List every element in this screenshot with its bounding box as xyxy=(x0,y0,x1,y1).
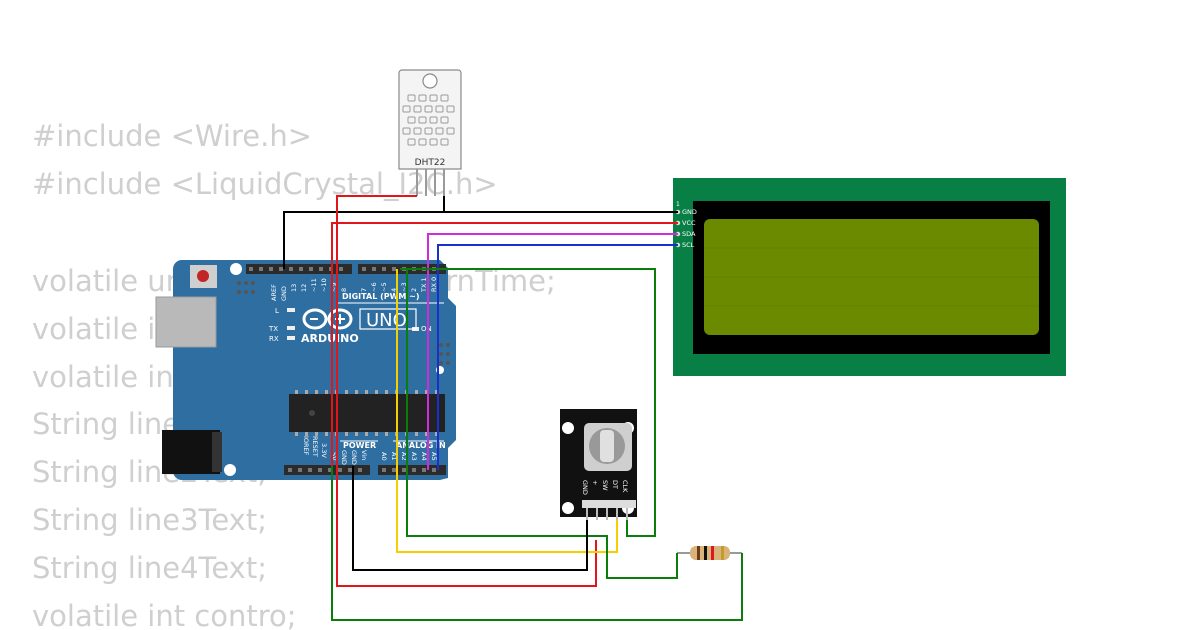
power-jack xyxy=(162,430,220,474)
wire-lcd-vcc xyxy=(331,222,678,466)
pin-label-rx0: RX 0 xyxy=(430,277,438,292)
pin-label-gnd: GND xyxy=(280,286,288,301)
pin-label-6: ~6 xyxy=(370,282,378,292)
pin-label-vin: Vin xyxy=(360,450,368,460)
pin-label-a3: A3 xyxy=(410,452,418,461)
pin-label-10: ~10 xyxy=(320,278,328,292)
encoder-pin-vcc: + xyxy=(591,480,599,485)
mounting-hole xyxy=(224,464,236,476)
wire-resistor-5v xyxy=(331,466,743,621)
icsp-header xyxy=(237,281,450,365)
pin-label-gnd-1: GND xyxy=(340,450,348,465)
pin-label-reset: RESET xyxy=(311,436,319,457)
wire-lcd-scl xyxy=(437,244,678,470)
encoder-pin-clk: CLK xyxy=(621,480,629,493)
power-label: POWER xyxy=(343,441,376,450)
pin-label-3v3: 3.3V xyxy=(320,443,328,458)
wire-encoder-gnd xyxy=(352,466,588,571)
wires xyxy=(283,195,743,621)
pin-label-a4: A4 xyxy=(420,452,428,461)
lcd-pin-scl: SCL xyxy=(682,241,695,249)
wire-lcd-sda xyxy=(427,233,678,470)
pin-label-13: 13 xyxy=(290,284,298,292)
code-line-9: String line3Text; xyxy=(32,503,267,537)
bottom-pin-labels: IOREF RESET 3.3V 5V GND GND Vin A0 A1 A2… xyxy=(302,436,438,465)
lcd-pin-sda: SDA xyxy=(682,230,696,238)
pin-label-3: ~3 xyxy=(400,282,408,292)
pin-label-4: 4 xyxy=(390,288,398,292)
code-line-1: #include <Wire.h> xyxy=(32,119,312,153)
pin-label-5v: 5V xyxy=(330,452,338,461)
lcd-pin-1-marker: 1 xyxy=(676,201,680,208)
encoder-pin-gnd: GND xyxy=(581,480,589,495)
pin-label-tx1: TX 1 xyxy=(420,277,428,293)
top-pin-labels: AREF GND 13 12 ~11 ~10 ~9 8 7 ~6 ~5 4 ~3… xyxy=(270,277,438,301)
pin-label-11: ~11 xyxy=(310,278,318,292)
pin-label-a5: A5 xyxy=(430,452,438,461)
usb-port xyxy=(155,296,217,348)
lcd-pin-gnd: GND xyxy=(682,208,697,216)
code-line-10: String line4Text; xyxy=(32,551,267,585)
encoder-pin-labels: GND + SW DT CLK xyxy=(581,480,629,495)
rotary-encoder[interactable]: GND + SW DT CLK xyxy=(560,409,637,520)
pin-label-9: ~9 xyxy=(330,282,338,292)
wire-dht-vcc xyxy=(336,195,597,587)
wire-dht-gnd xyxy=(283,196,445,269)
encoder-pin-header xyxy=(582,500,636,508)
wire-encoder-sw xyxy=(406,269,678,579)
pin-label-2: 2 xyxy=(410,288,418,292)
pin-label-a0: A0 xyxy=(380,452,388,461)
power-header xyxy=(284,465,370,475)
resistor[interactable] xyxy=(677,546,742,560)
encoder-pin-dt: DT xyxy=(611,480,619,489)
encoder-pin-sw: SW xyxy=(601,480,609,491)
dht22-label: DHT22 xyxy=(415,158,446,168)
arduino-brand-label: ARDUINO xyxy=(301,332,359,345)
lcd-pin-vcc: VCC xyxy=(682,219,696,227)
pin-label-aref: AREF xyxy=(270,284,278,301)
led-label-rx: RX xyxy=(269,335,279,343)
mounting-hole xyxy=(230,263,242,275)
pin-label-a1: A1 xyxy=(390,452,398,461)
reset-button[interactable] xyxy=(197,270,209,282)
pin-label-5: ~5 xyxy=(380,282,388,292)
uno-model-label: UNO xyxy=(366,310,407,331)
analog-in-label: ANALOG IN xyxy=(396,441,446,450)
pin-label-gnd-2: GND xyxy=(350,450,358,465)
digital-pwm-label: DIGITAL (PWM ~) xyxy=(342,292,420,301)
pin-label-a2: A2 xyxy=(400,452,408,461)
pin-label-8: 8 xyxy=(340,288,348,292)
code-line-2: #include <LiquidCrystal_I2C.h> xyxy=(32,167,498,201)
lcd-module[interactable]: 1 GND VCC SDA SCL xyxy=(673,178,1066,376)
pin-label-7: 7 xyxy=(360,288,368,292)
arduino-uno-board[interactable]: AREF GND 13 12 ~11 ~10 ~9 8 7 ~6 ~5 4 ~3… xyxy=(155,260,456,480)
code-line-11: volatile int contro; xyxy=(32,599,297,630)
wire-encoder-dt xyxy=(396,269,618,553)
led-label-tx: TX xyxy=(268,325,278,333)
wire-encoder-clk xyxy=(400,268,656,537)
pin-label-12: 12 xyxy=(300,284,308,292)
led-label-on: ON xyxy=(421,325,432,333)
pin-label-ioref: IOREF xyxy=(302,436,310,456)
dht22-sensor[interactable]: DHT22 xyxy=(398,69,462,196)
led-label-l: L xyxy=(275,307,279,315)
